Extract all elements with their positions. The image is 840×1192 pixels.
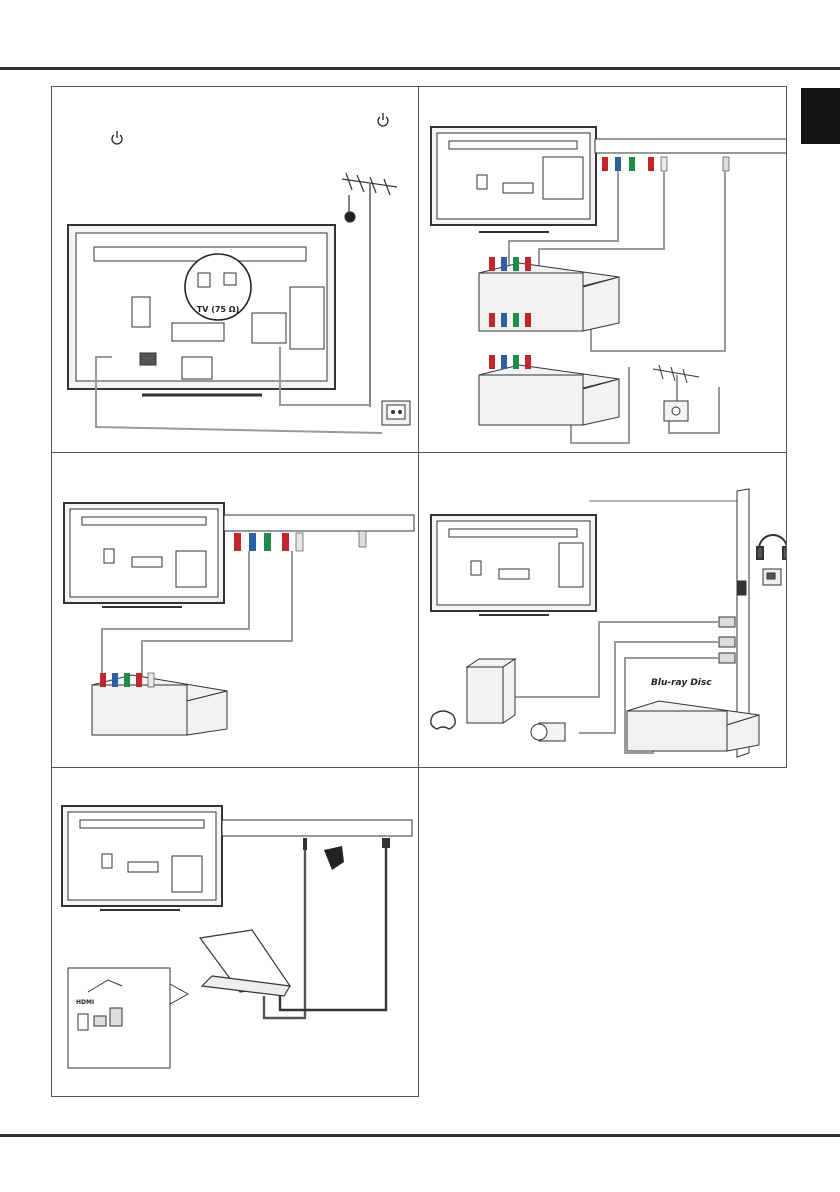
rca-plugs bbox=[234, 531, 366, 551]
tv-back-illustration bbox=[431, 127, 596, 232]
power-icon bbox=[378, 113, 388, 126]
tv-back-illustration bbox=[62, 806, 222, 910]
antenna-icon bbox=[342, 173, 397, 407]
wall-socket-icon bbox=[382, 401, 410, 425]
hdmi-plugs bbox=[719, 617, 735, 663]
power-icon bbox=[112, 131, 122, 144]
panel-side-connections: Blu-ray Disc bbox=[418, 452, 787, 768]
settop-box-1 bbox=[479, 263, 619, 331]
panel-component-dvd bbox=[51, 452, 419, 768]
tv-connector-strip bbox=[222, 820, 412, 836]
rca-plugs bbox=[602, 157, 729, 171]
tv-connector-strip bbox=[224, 515, 414, 531]
gamepad-icon bbox=[431, 711, 456, 729]
settop-box-2 bbox=[479, 365, 619, 425]
language-tab bbox=[801, 88, 840, 144]
panel-antenna-connection: TV (75 Ω) bbox=[51, 86, 419, 453]
ci-card-icon bbox=[763, 569, 781, 585]
top-rule bbox=[0, 67, 840, 70]
laptop-icon bbox=[200, 930, 290, 996]
wall-socket-icon bbox=[664, 401, 688, 421]
tv-back-illustration bbox=[431, 515, 596, 615]
tv-back-illustration bbox=[64, 503, 224, 607]
hdmi-inset: HDMI bbox=[68, 968, 188, 1068]
tv-connector-strip bbox=[595, 139, 786, 153]
panel-component-settop bbox=[418, 86, 787, 453]
pc-plugs bbox=[303, 838, 390, 870]
bluray-logo: Blu-ray Disc bbox=[651, 678, 712, 688]
panel-pc-connection: HDMI bbox=[51, 767, 419, 1097]
hdmi-inset-label: HDMI bbox=[76, 999, 94, 1006]
game-console bbox=[467, 659, 515, 723]
antenna-port-label: TV (75 Ω) bbox=[197, 305, 239, 314]
antenna-port-zoom: TV (75 Ω) bbox=[185, 254, 251, 320]
bottom-rule bbox=[0, 1134, 840, 1137]
antenna-icon bbox=[653, 365, 699, 402]
camcorder-icon bbox=[531, 723, 565, 741]
headphones-icon bbox=[757, 535, 786, 559]
